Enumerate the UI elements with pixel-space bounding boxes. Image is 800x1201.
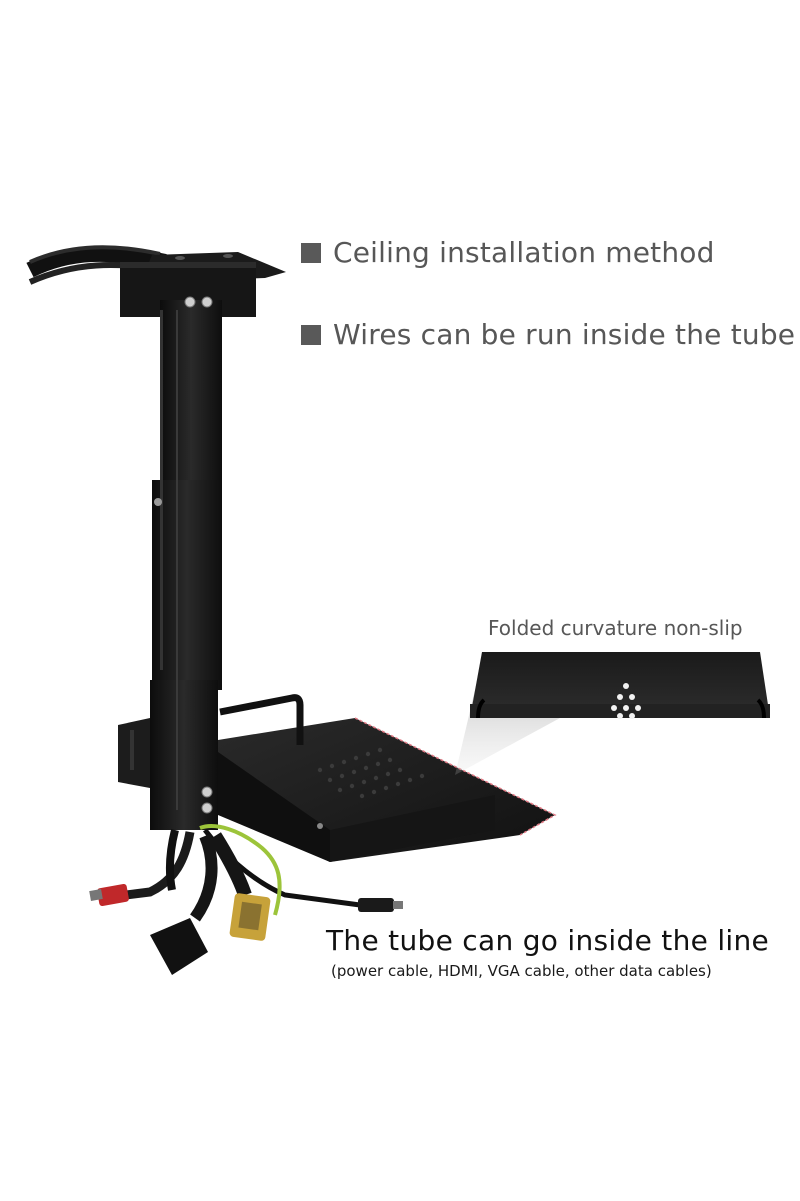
bullet-square-icon xyxy=(301,242,321,263)
feature-label: Wires can be run inside the tube xyxy=(333,318,796,351)
exit-cables xyxy=(89,824,403,975)
telescopic-pole xyxy=(150,296,222,830)
cable-routing-title: The tube can go inside the line xyxy=(326,924,770,957)
side-bracket xyxy=(118,718,150,788)
cable-routing-subtitle: (power cable, HDMI, VGA cable, other dat… xyxy=(331,962,712,980)
feature-wires-in-tube: Wires can be run inside the tube xyxy=(301,318,795,351)
bullet-square-icon xyxy=(301,324,321,345)
feature-ceiling-installation: Ceiling installation method xyxy=(301,236,715,269)
feature-label: Ceiling installation method xyxy=(333,236,715,269)
detail-label: Folded curvature non-slip xyxy=(488,616,743,640)
detail-zoom-panel xyxy=(470,652,770,719)
mount-tray xyxy=(218,694,557,862)
